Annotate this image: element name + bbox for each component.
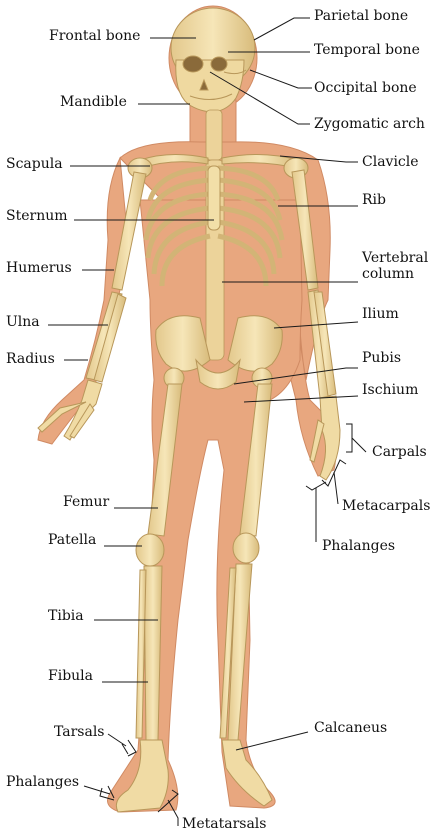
label-pubis: Pubis [362, 350, 401, 366]
label-sternum: Sternum [6, 208, 68, 224]
leader-occipital-bone [250, 70, 312, 88]
label-frontal-bone: Frontal bone [49, 28, 140, 44]
label-ulna: Ulna [6, 314, 40, 330]
label-parietal-bone: Parietal bone [314, 8, 408, 24]
label-scapula: Scapula [6, 156, 63, 172]
label-humerus: Humerus [6, 260, 72, 276]
label-femur: Femur [63, 494, 109, 510]
label-phalanges-foot: Phalanges [6, 774, 79, 790]
label-vertebral-column: Vertebral column [362, 250, 428, 282]
label-tibia: Tibia [48, 608, 84, 624]
label-clavicle: Clavicle [362, 154, 419, 170]
label-ischium: Ischium [362, 382, 418, 398]
label-ilium: Ilium [362, 306, 399, 322]
label-metacarpals: Metacarpals [342, 498, 430, 514]
leader-phalanges-hand [306, 482, 326, 542]
leader-tarsals [108, 734, 136, 756]
leader-parietal-bone [254, 18, 310, 40]
leader-carpals [346, 424, 366, 452]
label-patella: Patella [48, 532, 96, 548]
label-temporal-bone: Temporal bone [314, 42, 420, 58]
label-occipital-bone: Occipital bone [314, 80, 417, 96]
label-metatarsals: Metatarsals [182, 816, 266, 832]
label-zygomatic-arch: Zygomatic arch [314, 116, 425, 132]
label-mandible: Mandible [60, 94, 127, 110]
label-carpals: Carpals [372, 444, 427, 460]
label-tarsals: Tarsals [54, 724, 104, 740]
leader-calcaneus [236, 732, 308, 750]
label-radius: Radius [6, 351, 55, 367]
label-phalanges-hand: Phalanges [322, 538, 395, 554]
label-calcaneus: Calcaneus [314, 720, 387, 736]
label-rib: Rib [362, 192, 386, 208]
label-fibula: Fibula [48, 668, 93, 684]
